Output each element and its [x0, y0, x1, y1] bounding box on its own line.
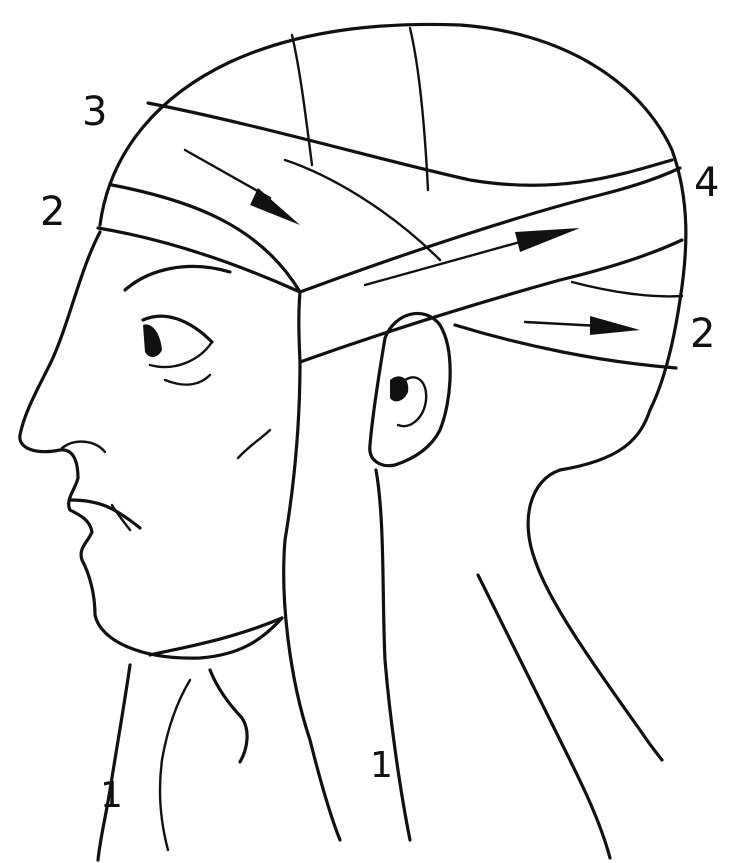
label-strip-1-front: 1 — [100, 778, 123, 814]
label-turn-4: 4 — [694, 163, 719, 203]
cheek-crease — [165, 375, 210, 385]
band-4-left-edge — [299, 292, 300, 362]
label-turn-2-back: 2 — [690, 314, 715, 354]
band-4-lower-edge — [300, 240, 682, 362]
neck-collar-left — [210, 670, 247, 762]
brow-line — [125, 266, 230, 290]
face-profile — [20, 232, 282, 658]
arrow-band-2-back — [525, 316, 640, 335]
bandage-strip-down-left — [284, 362, 340, 840]
band-2-lower-edge — [98, 228, 300, 292]
band-2-back-lower — [455, 325, 676, 368]
label-turn-3: 3 — [82, 92, 107, 132]
neck-back — [478, 575, 610, 858]
band-2-back-upper — [572, 282, 682, 296]
label-turn-2-front: 2 — [40, 192, 65, 232]
ear-canal — [390, 376, 408, 401]
neck-front — [98, 665, 130, 860]
arrow-band-3 — [185, 150, 300, 225]
eye-pupil — [143, 324, 162, 357]
ear-outer — [370, 313, 450, 465]
label-strip-1-back: 1 — [370, 748, 393, 784]
band-4-upper-edge — [300, 168, 680, 292]
jaw-crease — [238, 430, 270, 458]
crown-strip-left-edge — [292, 35, 312, 165]
neck-collar-inner — [160, 680, 190, 850]
band-3-cross-edge — [285, 160, 440, 260]
